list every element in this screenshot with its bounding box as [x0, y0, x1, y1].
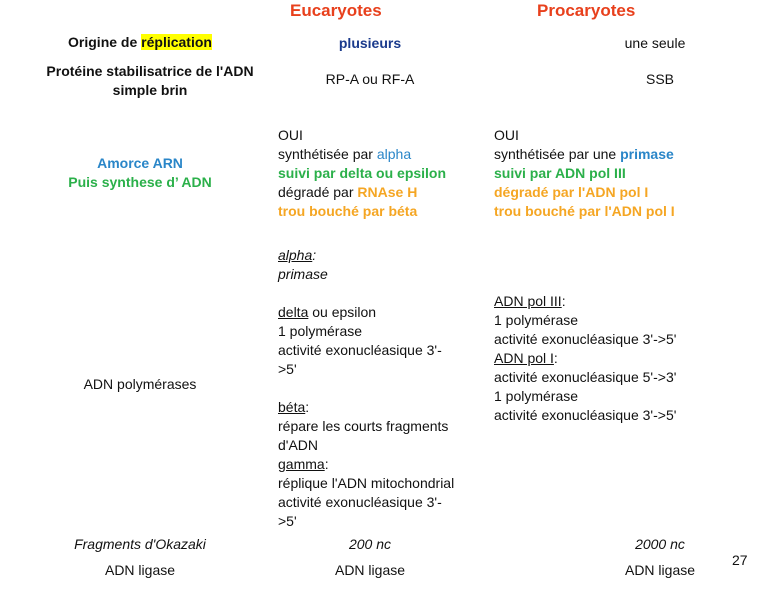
pol-prok-pol1: ADN pol I [494, 350, 554, 366]
pol-prok-pol3-exo: activité exonucléasique 3'->5' [494, 331, 677, 347]
pol-euk-repare-2: d'ADN [278, 437, 319, 453]
pol-euk-delta: delta [278, 304, 309, 320]
pol-prok-pol1-exo53: activité exonucléasique 5'->3' [494, 369, 677, 385]
ssb-prok: SSB [645, 71, 674, 87]
pol-prok-pol3-line: ADN pol III: [494, 292, 676, 311]
ssb-euk: RP-A ou RF-A [325, 71, 415, 87]
pol-euk-beta-colon: : [305, 399, 310, 415]
primer-euk-l5: trou bouché par béta [278, 203, 418, 219]
label-origin-highlight: réplication [141, 34, 212, 50]
label-primer-line2: Puis synthese d’ ADN [68, 174, 212, 190]
pol-euk-exo2-a: activité exonucléasique 3'- [278, 494, 442, 510]
primer-prok-l2: synthétisée par une primase [494, 145, 675, 164]
primer-euk: OUI synthétisée par alpha suivi par delt… [278, 126, 446, 221]
label-origin-text: Origine de [68, 34, 142, 50]
okazaki-euk: 200 nc [348, 536, 392, 552]
header-prokaryotes: Procaryotes [537, 1, 636, 20]
label-primer-line1: Amorce ARN [97, 155, 183, 171]
pol-prok-pol3-one: 1 polymérase [494, 312, 579, 328]
label-ssb-line1: Protéine stabilisatrice de l'ADN [46, 63, 254, 79]
header-eukaryotes: Eucaryotes [290, 1, 382, 20]
pol-euk-primase: primase [278, 266, 328, 282]
label-primer: Amorce ARN Puis synthese d’ ADN [40, 154, 240, 192]
pol-euk-alpha-colon: : [312, 247, 317, 263]
primer-prok-l3: suivi par ADN pol III [494, 165, 626, 181]
primer-prok-l5: trou bouché par l'ADN pol I [494, 203, 675, 219]
pol-euk-gamma-line: gamma: [278, 455, 454, 474]
label-origin: Origine de réplication [40, 34, 240, 50]
pol-prok-pol1-one: 1 polymérase [494, 388, 579, 404]
ligase-euk: ADN ligase [334, 562, 406, 578]
primer-prok: OUI synthétisée par une primase suivi pa… [494, 126, 675, 221]
primer-euk-l1: OUI [278, 127, 303, 143]
label-okazaki: Fragments d'Okazaki [74, 536, 206, 552]
label-polymerases: ADN polymérases [83, 376, 197, 392]
primer-prok-l2-text: synthétisée par une [494, 146, 621, 162]
primer-prok-l1: OUI [494, 127, 519, 143]
pol-prok-pol1-exo35: activité exonucléasique 3'->5' [494, 407, 677, 423]
ligase-prok: ADN ligase [624, 562, 696, 578]
okazaki-prok: 2000 nc [635, 536, 685, 552]
origin-prok: une seule [624, 35, 686, 51]
pol-euk-alpha: alpha [278, 247, 313, 263]
pol-euk-gamma-colon: : [324, 456, 329, 472]
pol-prok-pol3-colon: : [561, 293, 566, 309]
origin-euk: plusieurs [338, 35, 402, 51]
pol-euk-repare-1: répare les courts fragments [278, 418, 449, 434]
pol-prok-pol1-colon: : [553, 350, 558, 366]
pol-euk-beta: béta [278, 399, 306, 415]
label-ligase: ADN ligase [104, 562, 176, 578]
pol-euk-beta-line: béta: [278, 398, 454, 417]
label-ssb: Protéine stabilisatrice de l'ADN simple … [10, 62, 290, 100]
page-number: 27 [732, 552, 748, 568]
pol-euk-exo-a: activité exonucléasique 3'- [278, 342, 442, 358]
primer-euk-l2: synthétisée par alpha [278, 145, 446, 164]
spacer [278, 379, 454, 398]
primer-euk-l4: dégradé par RNAse H [278, 183, 446, 202]
primer-euk-l4-text: dégradé par [278, 184, 358, 200]
primer-euk-alpha: alpha [376, 146, 412, 162]
pol-euk-one-pol: 1 polymérase [278, 323, 363, 339]
pol-prok-pol3: ADN pol III [494, 293, 562, 309]
primer-euk-l3: suivi par delta ou epsilon [278, 165, 447, 181]
pol-euk-delta-line: delta ou epsilon [278, 303, 454, 322]
polymerases-prok: ADN pol III: 1 polymérase activité exonu… [494, 292, 676, 425]
pol-euk-mito: réplique l'ADN mitochondrial [278, 475, 455, 491]
pol-euk-alpha-line: alpha: [278, 246, 454, 265]
pol-euk-exo-b: >5' [278, 361, 297, 377]
polymerases-euk: alpha: primase delta ou epsilon 1 polymé… [278, 246, 454, 531]
pol-euk-exo2-b: >5' [278, 513, 297, 529]
spacer [278, 284, 454, 303]
label-ssb-line2: simple brin [112, 82, 188, 98]
primer-prok-l4: dégradé par l'ADN pol I [494, 184, 649, 200]
pol-euk-ou-epsilon: ou epsilon [308, 304, 377, 320]
pol-prok-pol1-line: ADN pol I: [494, 349, 676, 368]
primer-euk-l2-text: synthétisée par [278, 146, 377, 162]
pol-euk-gamma: gamma [278, 456, 325, 472]
primer-prok-primase: primase [620, 146, 674, 162]
primer-euk-rnase: RNAse H [357, 184, 418, 200]
